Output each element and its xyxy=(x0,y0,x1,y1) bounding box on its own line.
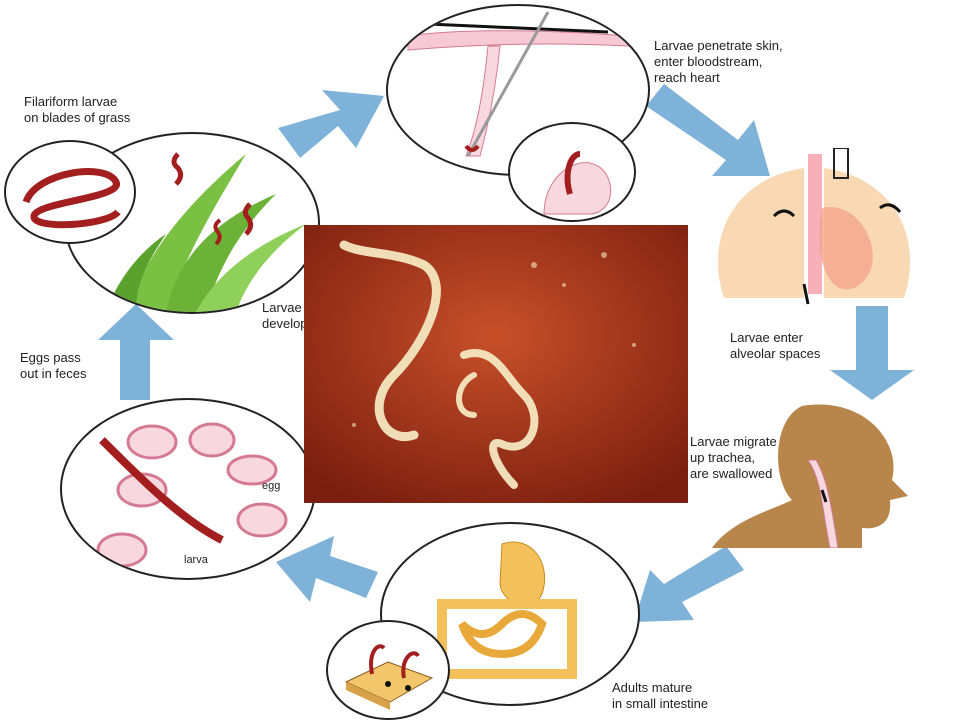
label-filariform: Filariform larvae on blades of grass xyxy=(24,94,131,125)
eggs-circle xyxy=(60,398,316,580)
intestine-circle xyxy=(380,522,640,706)
arrow-eggs-to-grass xyxy=(98,304,174,400)
grass-icon xyxy=(106,152,306,312)
label-egg: egg xyxy=(262,480,281,492)
filariform-inset-circle xyxy=(4,140,136,244)
arrow-lungs-to-trachea xyxy=(830,306,914,400)
worm-in-skin-icon xyxy=(543,151,612,215)
skin-icon xyxy=(407,11,629,157)
grass-circle xyxy=(64,132,320,314)
arrow-grass-to-skin xyxy=(278,90,384,158)
head-icon xyxy=(712,404,908,548)
soil-inset-circle xyxy=(326,620,450,720)
label-trachea: Larvae migrate up trachea, are swallowed xyxy=(690,434,777,481)
larva-coil-icon xyxy=(22,168,121,229)
lungs-icon xyxy=(717,148,911,305)
hookworm-photo xyxy=(304,225,688,503)
label-alveolar: Larvae enter alveolar spaces xyxy=(730,330,821,361)
skin-inset-circle xyxy=(508,122,636,222)
egg-icon xyxy=(96,422,288,568)
label-adults: Adults mature in small intestine xyxy=(612,680,709,711)
arrow-intestine-to-eggs xyxy=(276,536,378,602)
label-eggs-pass: Eggs pass out in feces xyxy=(20,350,87,381)
arrow-trachea-to-intestine xyxy=(634,546,744,622)
soil-icon xyxy=(344,644,434,710)
arrow-skin-to-lungs xyxy=(646,84,770,176)
larva-icon xyxy=(99,437,224,544)
label-larva: larva xyxy=(184,554,208,566)
label-develop: Larvae develop xyxy=(262,300,308,331)
label-penetrate: Larvae penetrate skin, enter bloodstream… xyxy=(654,38,783,85)
